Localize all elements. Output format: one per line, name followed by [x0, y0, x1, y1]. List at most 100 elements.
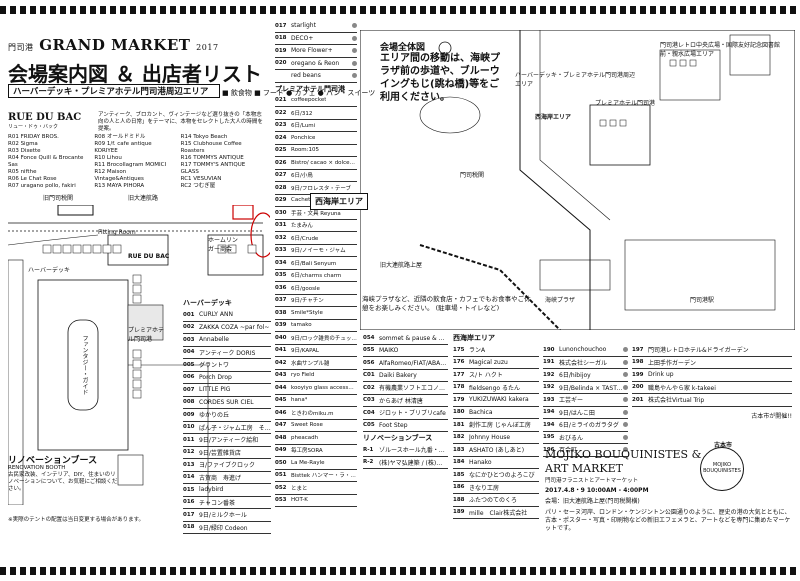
section-title: リノベーションブース — [363, 434, 433, 442]
bouquinistes-date: 2017.4.8・9 10:00AM - 4:00PM — [545, 487, 649, 494]
list-item: RC2 つむぎ屋 — [180, 183, 216, 189]
booth-number: 200 — [632, 384, 644, 391]
booth-number: 020 — [275, 60, 287, 67]
booth-number: 055 — [363, 347, 375, 354]
category-dot-icon — [352, 35, 357, 41]
vendor-name: Smile*Style — [291, 309, 323, 316]
section-title: プレミアホテル門司港 — [275, 84, 345, 93]
area-banner: ハーバーデッキ・プレミアホテル門司港周辺エリア — [8, 84, 220, 98]
list-item: R15 Clubhouse Coffee Roasters — [180, 141, 242, 154]
plaza-note: 海峡プラザなど、近隣の飲食店・カフェでもお食事やご休憩をお楽しみください。 (駐… — [362, 295, 531, 312]
vendor-name: oregano & Reon — [291, 59, 340, 67]
vendor-name: ゆかりの丘 — [199, 412, 230, 420]
vendor-name: 創作工房 じゃんぼ工房 — [469, 422, 531, 430]
booth-number: 037 — [275, 297, 287, 304]
vendor-name: 古賀商 寿進げ — [199, 474, 242, 482]
booth-number: 176 — [453, 359, 465, 366]
booth-number: 047 — [275, 422, 287, 429]
category-dot-icon — [623, 422, 628, 428]
booth-number: 184 — [453, 459, 465, 466]
vendor-name: tamako — [291, 322, 312, 329]
table-row: 181 創作工房 じゃんぼ工房 — [453, 419, 539, 432]
vendor-name: More Flower+ — [291, 47, 333, 55]
booth-number: 013 — [183, 461, 195, 468]
booth-number: 035 — [275, 272, 287, 279]
vendor-name: coffeepocket — [291, 97, 327, 104]
booth-number: C03 — [363, 397, 375, 404]
vendor-name: 6日/小鳥 — [291, 173, 313, 180]
vendor-name: Annabelle — [199, 336, 229, 344]
area-move-note: エリア間の移動は、海峡プラザ前の歩道や、ブルーウイングもじ(跳ね橋)等をご利用く… — [380, 53, 500, 103]
vendor-name: 職島やんやら家 k-takeei — [648, 384, 716, 392]
booth-number: 033 — [275, 247, 287, 254]
vendor-name: 6日/Bali Senyum — [291, 260, 337, 267]
vendor-name: YUKIZUWAKI kakera — [469, 396, 529, 404]
booth-number: 017 — [275, 22, 287, 29]
table-row: 020 oregano & Reon — [275, 58, 357, 70]
booth-number: 041 — [275, 347, 287, 354]
booth-number: 199 — [632, 371, 644, 378]
category-dot-icon — [623, 384, 628, 390]
booth-number: 024 — [275, 134, 287, 141]
category-dot-icon — [623, 372, 628, 378]
bouquinistes-medal: MOJIKO BOUQUINISTES — [700, 447, 744, 491]
rue-du-bac-section: RUE DU BAC リュー・ドゥ・バック アンティーク、ブロカント、ヴィンテー… — [8, 112, 263, 202]
vendor-name: 9日/ミルクホール — [199, 512, 247, 520]
vendor-name: ジロット・ブリブリcafe — [379, 410, 446, 418]
list-item: R09 1/f. cafe antique KORIYEE — [94, 141, 152, 154]
rue-du-bac-vendor-list: R01 FRIDAY BROS. R02 Sigma R03 Dixette R… — [8, 134, 263, 190]
vendor-name: 9日/フロレスタ・テーブ — [291, 185, 352, 192]
vendor-name: HOT-K — [291, 497, 308, 504]
booth-number: 181 — [453, 421, 465, 428]
map-label: ハーバーデッキ — [28, 267, 70, 274]
vendor-name: 6日/goosle — [291, 285, 320, 292]
booth-number: 029 — [275, 197, 287, 204]
booth-number: 054 — [363, 334, 375, 341]
booth-number: 186 — [453, 484, 465, 491]
booth-number: 038 — [275, 309, 287, 316]
vendor-name: 9日/芸置雑貨店 — [199, 449, 241, 457]
vendor-name: グラントワ — [199, 362, 230, 370]
harbor-deck-map: 旧門司税関 旧大連航路 Fitting Room RUE DU BAC ハーバー… — [8, 195, 270, 505]
vendor-name: ランA — [469, 347, 486, 355]
vendor-name: ryo Field — [291, 372, 315, 379]
booth-number: 018 — [275, 35, 287, 42]
category-dot-icon — [623, 447, 628, 453]
renovation-subtitle: RENOVATION BOOTH — [8, 465, 66, 471]
vendor-name: fieldsengo るたん — [469, 384, 520, 392]
vendor-name: おびるん — [559, 434, 584, 442]
film-strip-top — [0, 6, 800, 14]
logo-text: GRAND MARKET — [39, 36, 191, 54]
booth-number: 048 — [275, 434, 287, 441]
vendor-name: Daiki Bakery — [379, 371, 417, 379]
vendor-name: ぱん子・ジャム工房 そらの匠 — [199, 424, 271, 432]
booth-number: 192 — [543, 384, 555, 391]
booth-number: 025 — [275, 147, 287, 154]
booth-number: 044 — [275, 384, 287, 391]
list-item: R13 MAYA PIHORA — [94, 183, 145, 189]
